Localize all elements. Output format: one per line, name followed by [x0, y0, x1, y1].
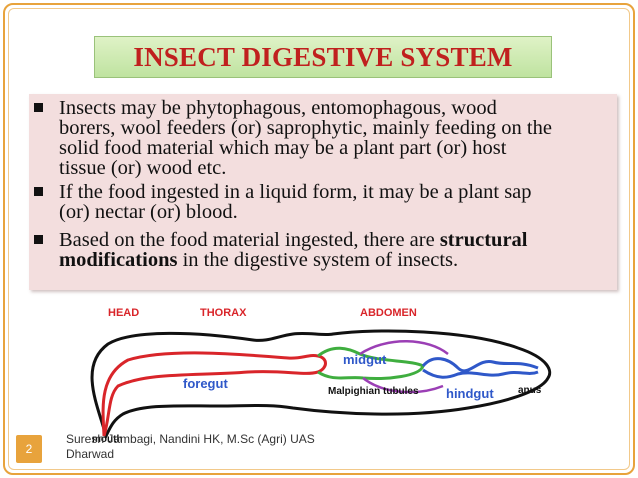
bullet-list: Insects may be phytophagous, entomophago…	[29, 94, 617, 290]
bullet-square-icon	[34, 103, 43, 112]
malpighian-tubules	[359, 340, 449, 394]
bullet-square-icon	[34, 187, 43, 196]
page-number: 2	[25, 442, 33, 456]
label-anus: anus	[518, 385, 542, 396]
footer-credit-line1: Suresh Jambagi, Nandini HK, M.Sc (Agri) …	[66, 432, 315, 446]
label-abdomen: ABDOMEN	[360, 307, 417, 319]
bullet-square-icon	[34, 235, 43, 244]
bullet-line: (or) nectar (or) blood.	[59, 201, 238, 223]
label-head: HEAD	[108, 307, 139, 319]
label-midgut: midgut	[343, 352, 387, 367]
footer-credit-line2: Dharwad	[66, 447, 115, 461]
bullet-text-1: Insects may be phytophagous, entomophago…	[59, 97, 614, 179]
bullet-text-pre: Based on the food material ingested, the…	[59, 229, 440, 251]
bullet-line: Insects may be phytophagous, entomophago…	[59, 97, 497, 119]
foregut-tube	[101, 351, 327, 437]
label-hindgut: hindgut	[446, 386, 494, 401]
slide-frame-inner	[8, 8, 630, 470]
bullet-line: tissue (or) wood etc.	[59, 157, 227, 179]
label-mouth: mouth	[92, 434, 123, 445]
bullet-text-post: in the digestive system of insects.	[177, 249, 459, 271]
label-foregut: foregut	[183, 376, 228, 391]
bullet-line: solid food material which may be a plant…	[59, 137, 507, 159]
bullet-bold-modifications: modifications	[59, 249, 178, 271]
insect-digestive-diagram: HEAD THORAX ABDOMEN midgut foregut Malpi…	[48, 296, 588, 446]
slide-title: INSECT DIGESTIVE SYSTEM	[133, 41, 513, 72]
body-outline	[90, 329, 552, 441]
bullet-text-3: Based on the food material ingested, the…	[59, 229, 614, 271]
bullet-text-2: If the food ingested in a liquid form, i…	[59, 181, 614, 223]
label-thorax: THORAX	[200, 307, 247, 319]
page-number-badge: 2	[16, 435, 42, 463]
digestive-diagram-svg: HEAD THORAX ABDOMEN midgut foregut Malpi…	[90, 307, 552, 445]
footer-credit: Suresh Jambagi, Nandini HK, M.Sc (Agri) …	[66, 432, 366, 462]
bullet-line: If the food ingested in a liquid form, i…	[59, 181, 532, 203]
hindgut-tube	[421, 357, 539, 379]
label-malpighian: Malpighian tubules	[328, 386, 419, 397]
bullet-bold-structural: structural	[439, 229, 528, 251]
title-box: INSECT DIGESTIVE SYSTEM	[94, 36, 552, 78]
bullet-line: borers, wool feeders (or) saprophytic, m…	[59, 117, 552, 139]
